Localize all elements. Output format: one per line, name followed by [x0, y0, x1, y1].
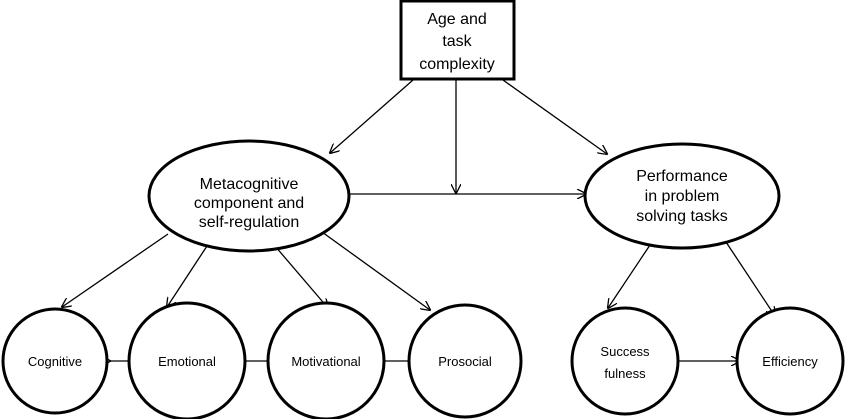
prosocial-circle [407, 303, 523, 419]
prosocial-label: Prosocial [438, 354, 492, 369]
edge-top-to-performance [502, 79, 607, 154]
edge-metacognitive-to-motivational [274, 245, 328, 308]
age-task-complexity-line-1: Age and [427, 11, 487, 28]
edge-metacognitive-to-prosocial [321, 231, 430, 310]
metacognitive-line-1: Metacognitive [200, 176, 299, 193]
motivational-label: Motivational [291, 354, 360, 369]
performance-line-3: solving tasks [636, 208, 728, 225]
successfulness-line-2: fulness [604, 366, 646, 381]
age-task-complexity-box [399, 0, 516, 81]
emotional-label: Emotional [158, 354, 216, 369]
edge-metacognitive-to-cognitive [62, 233, 169, 307]
successfulness-circle [570, 306, 680, 416]
efficiency-label: Efficiency [762, 354, 818, 369]
metacognitive-ellipse [147, 139, 351, 253]
performance-ellipse [583, 142, 781, 250]
cognitive-circle [1, 307, 109, 415]
performance-line-1: Performance [636, 168, 728, 185]
age-task-complexity-line-3: complexity [419, 56, 495, 73]
efficiency-circle [735, 306, 845, 416]
age-task-complexity-line-2: task [442, 33, 472, 50]
metacognitive-line-2: component and [194, 195, 304, 212]
edge-metacognitive-to-emotional [167, 245, 208, 307]
performance-line-2: in problem [645, 188, 720, 205]
edge-performance-to-successfulness [608, 244, 651, 308]
edge-performance-to-efficiency [725, 241, 775, 316]
emotional-circle [127, 301, 247, 419]
cognitive-label: Cognitive [28, 354, 82, 369]
successfulness-line-1: Success [600, 344, 650, 359]
metacognitive-line-3: self-regulation [199, 214, 300, 231]
edge-top-to-metacognitive [330, 79, 414, 153]
motivational-circle [266, 301, 386, 419]
